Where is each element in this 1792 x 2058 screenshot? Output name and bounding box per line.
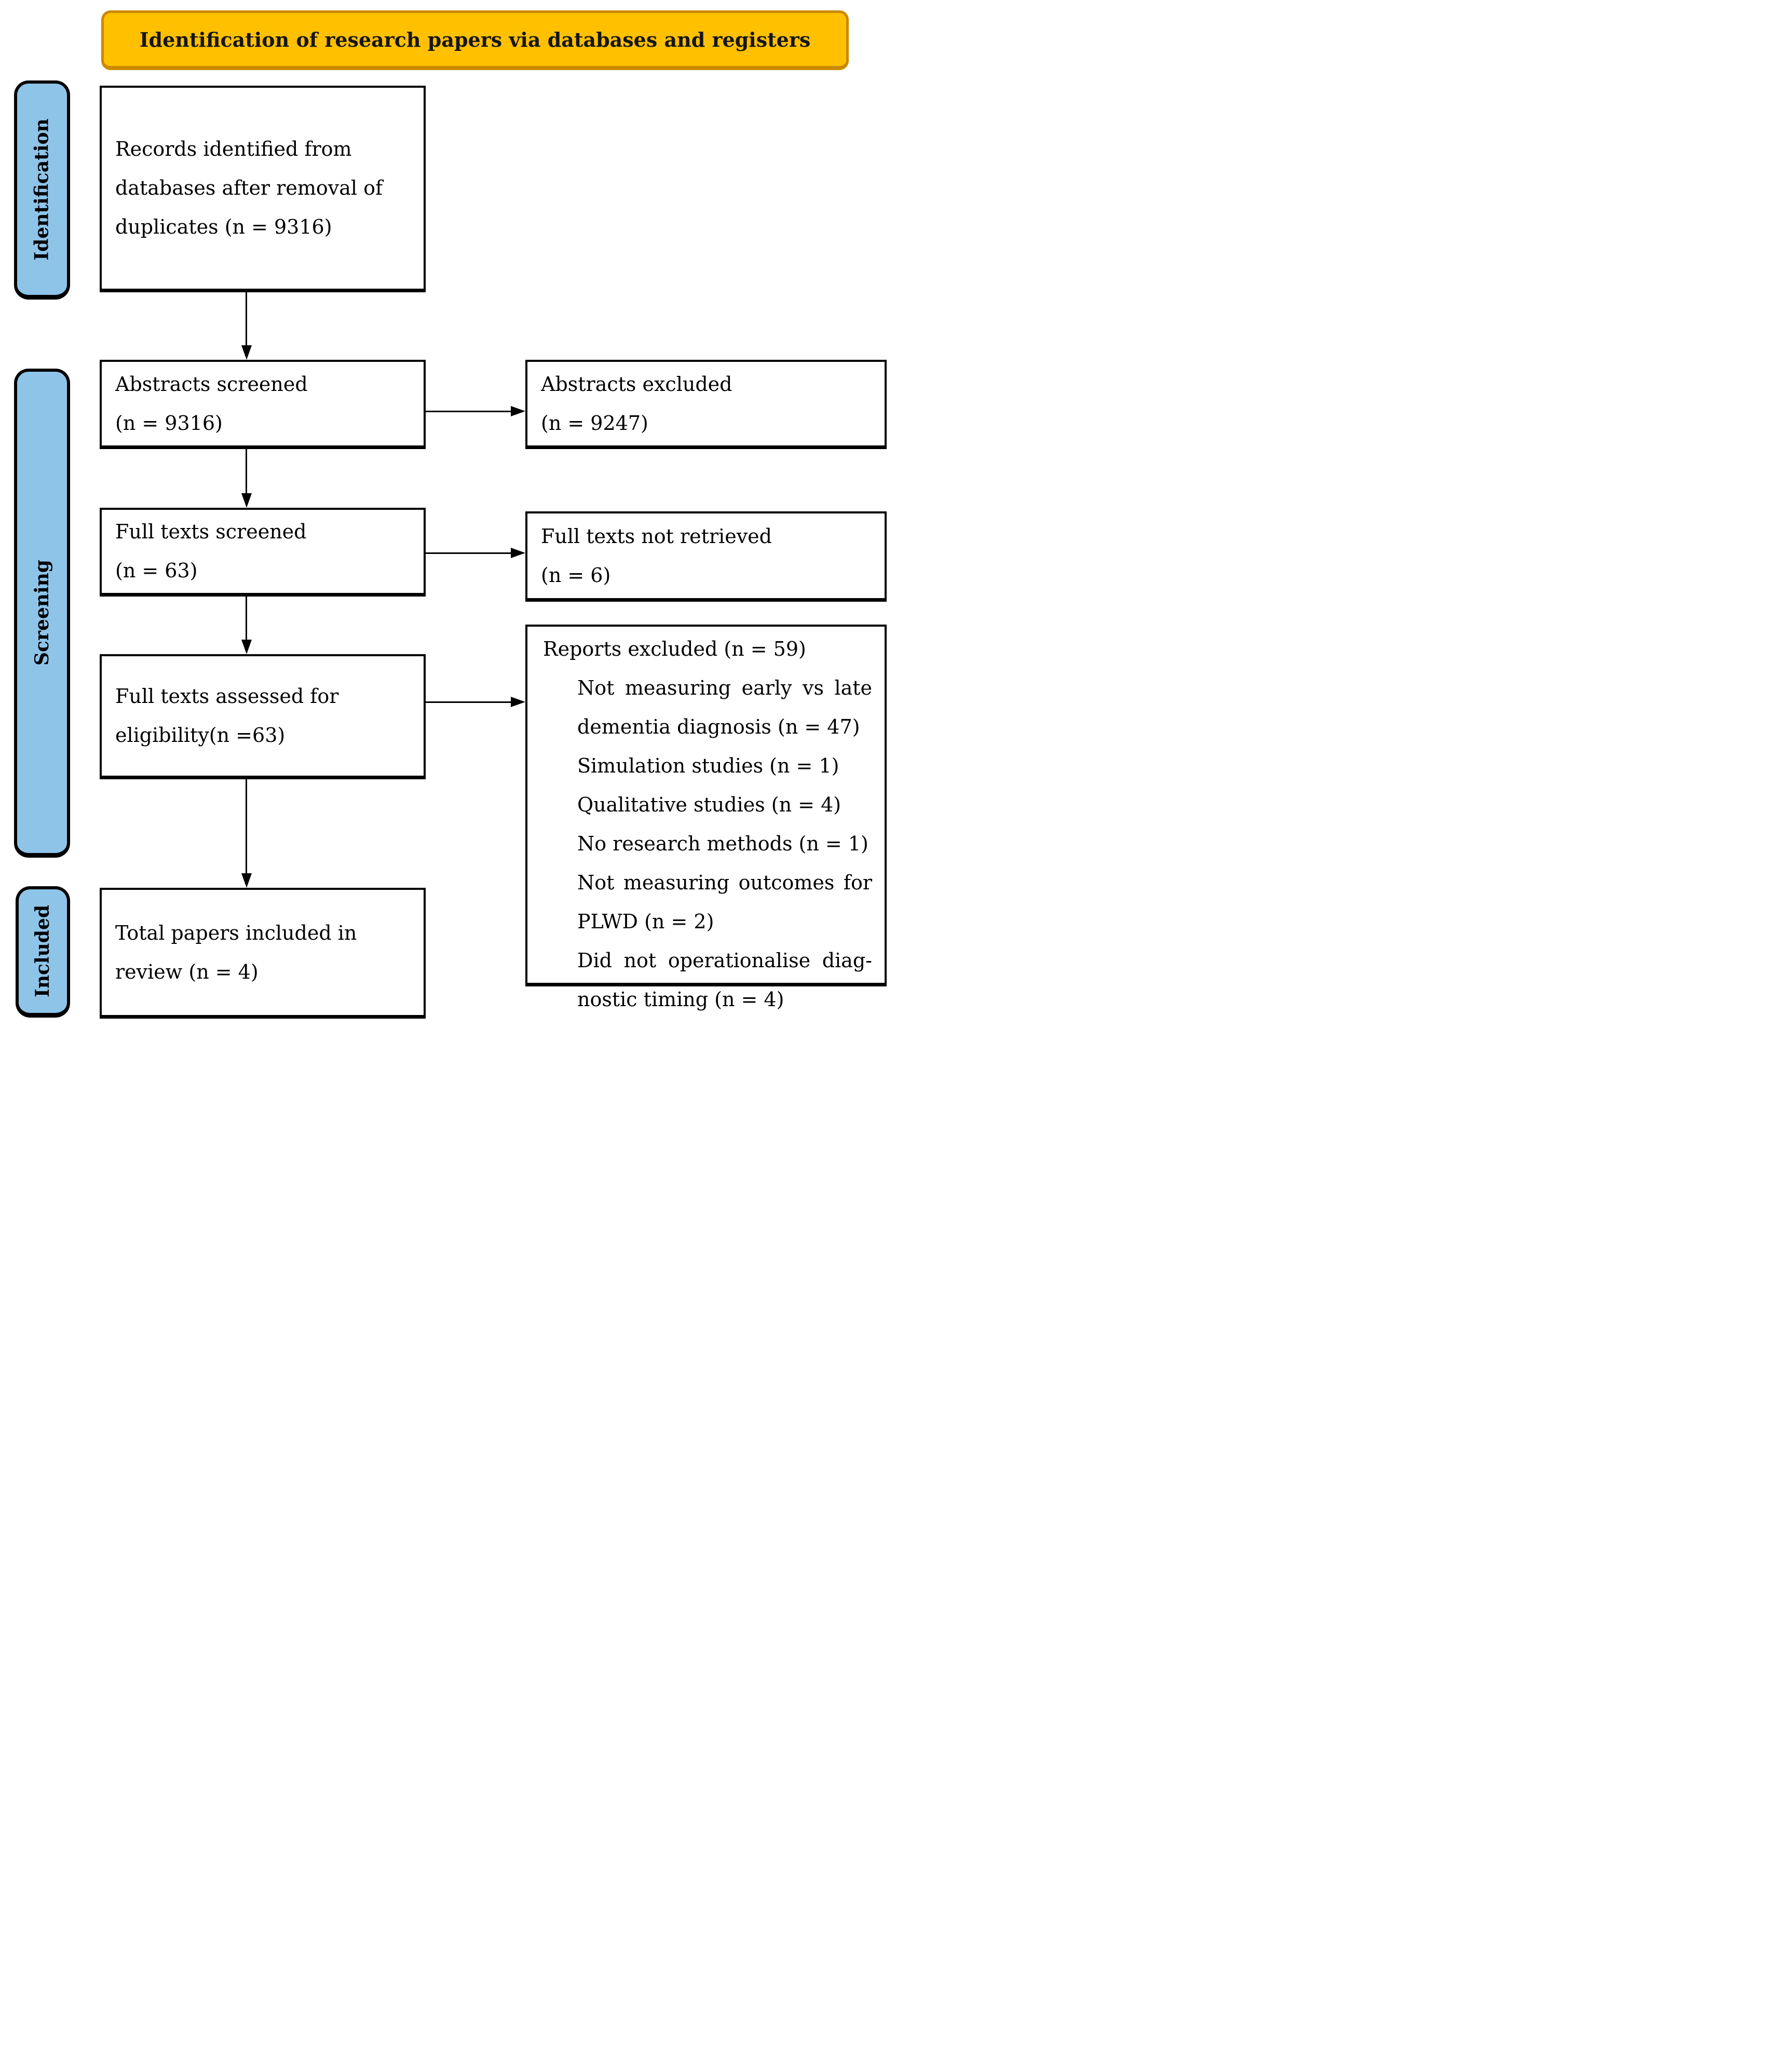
arrow-abstracts-to-fts-screened-head xyxy=(241,493,252,508)
arrow-assessed-to-total-line xyxy=(246,777,247,873)
arrow-abstracts-to-excluded-line xyxy=(426,411,511,412)
box-reports-excluded-item-line3: Simulation studies (n = 1) xyxy=(577,754,839,777)
arrow-abstracts-to-excluded-head xyxy=(511,406,525,416)
box-full-texts-screened: Full texts screened (n = 63) xyxy=(100,508,426,597)
arrow-records-to-abstracts-line xyxy=(246,292,247,345)
box-reports-excluded-item-line6: Not measuring outcomes for xyxy=(577,871,872,894)
arrow-fts-to-not-retrieved-line xyxy=(426,552,511,554)
prisma-flow-diagram: Identification of research papers via da… xyxy=(0,0,896,1029)
stage-label-included-text: Included xyxy=(32,904,54,998)
box-total-included-line2: review (n = 4) xyxy=(115,960,259,983)
arrow-fts-to-not-retrieved-head xyxy=(511,548,525,558)
box-records-line3: duplicates (n = 9316) xyxy=(115,215,332,238)
box-full-texts-assessed-line1: Full texts assessed for xyxy=(115,685,339,708)
box-reports-excluded-item-line7: PLWD (n = 2) xyxy=(577,910,714,933)
stage-label-screening-text: Screening xyxy=(31,559,53,666)
box-reports-excluded: Reports excluded (n = 59) Not measuring … xyxy=(525,625,887,1011)
box-abstracts-excluded-line1: Abstracts excluded xyxy=(541,372,732,396)
box-reports-excluded-item-line8: Did not operationalise diag- xyxy=(577,949,872,972)
box-total-included: Total papers included in review (n = 4) xyxy=(100,888,426,1019)
stage-label-screening: Screening xyxy=(14,369,70,858)
box-reports-excluded-item-line1: Not measuring early vs late xyxy=(577,676,872,699)
box-records-line2: databases after removal of xyxy=(115,177,383,199)
arrow-assessed-to-reports-excluded-line xyxy=(426,701,511,703)
box-abstracts-excluded: Abstracts excluded (n = 9247) xyxy=(525,360,887,449)
arrow-abstracts-to-fts-screened-line xyxy=(246,449,247,493)
box-abstracts-screened: Abstracts screened (n = 9316) xyxy=(100,360,426,449)
box-full-texts-screened-line2: (n = 63) xyxy=(115,559,198,582)
arrow-fts-screened-to-assessed-head xyxy=(241,640,252,654)
stage-label-identification-text: Identification xyxy=(31,118,53,261)
box-reports-excluded-heading: Reports excluded (n = 59) xyxy=(543,638,806,660)
box-full-texts-not-retrieved: Full texts not retrieved (n = 6) xyxy=(525,511,887,602)
stage-label-identification: Identification xyxy=(14,80,70,300)
box-full-texts-screened-line1: Full texts screened xyxy=(115,520,307,543)
box-abstracts-excluded-line2: (n = 9247) xyxy=(541,411,648,435)
box-reports-excluded-item-line9: nostic timing (n = 4) xyxy=(577,988,784,1011)
box-records-identified: Records identified from databases after … xyxy=(100,86,426,292)
box-full-texts-assessed-line2: eligibility(n =63) xyxy=(115,724,286,747)
box-reports-excluded-item-line2: dementia diagnosis (n = 47) xyxy=(577,715,860,738)
box-reports-excluded-item-line4: Qualitative studies (n = 4) xyxy=(577,793,841,816)
arrow-records-to-abstracts-head xyxy=(241,345,252,360)
banner: Identification of research papers via da… xyxy=(101,10,849,70)
box-reports-excluded-item-line5: No research methods (n = 1) xyxy=(577,832,868,855)
arrow-fts-screened-to-assessed-line xyxy=(246,597,247,640)
box-records-line1: Records identified from xyxy=(115,138,352,160)
box-abstracts-screened-line1: Abstracts screened xyxy=(115,372,308,396)
box-full-texts-not-retrieved-line1: Full texts not retrieved xyxy=(541,524,772,548)
box-full-texts-assessed: Full texts assessed for eligibility(n =6… xyxy=(100,654,426,779)
arrow-assessed-to-total-head xyxy=(241,873,252,888)
box-abstracts-screened-line2: (n = 9316) xyxy=(115,411,223,435)
box-full-texts-not-retrieved-line2: (n = 6) xyxy=(541,563,611,587)
arrow-assessed-to-reports-excluded-head xyxy=(511,697,525,707)
banner-title: Identification of research papers via da… xyxy=(139,28,811,51)
stage-label-included: Included xyxy=(16,886,70,1018)
box-total-included-line1: Total papers included in xyxy=(115,921,357,944)
